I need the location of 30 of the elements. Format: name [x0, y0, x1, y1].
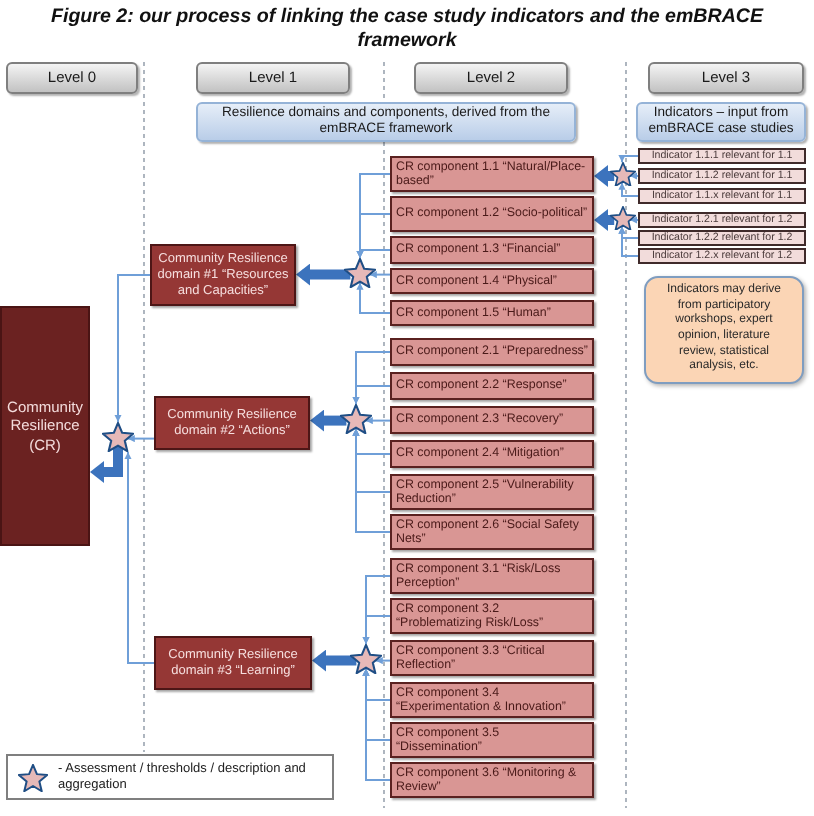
connector-arrow: [352, 427, 391, 533]
connector-arrow: [114, 274, 151, 423]
aggregation-star: [102, 422, 134, 452]
connector-arrow: [356, 249, 391, 259]
connector-arrow: [628, 216, 639, 224]
aggregation-star: [609, 206, 635, 231]
connector-arrow: [352, 385, 391, 405]
connector-arrow: [124, 451, 155, 664]
block-arrow: [90, 446, 123, 483]
figure-title: Figure 2: our process of linking the case study indicators and the emBRACE framework: [48, 6, 766, 54]
block-arrow: [594, 165, 615, 187]
block-arrow: [594, 209, 615, 231]
connector-arrow: [364, 417, 391, 425]
aggregation-star: [350, 644, 382, 674]
connector-arrow: [618, 181, 639, 197]
connector-arrow: [126, 435, 155, 443]
block-arrow: [296, 263, 351, 286]
aggregation-star: [340, 404, 372, 434]
connector-arrow: [618, 225, 639, 257]
block-arrow: [312, 649, 357, 672]
connector-arrow: [356, 281, 391, 314]
connector-arrow: [618, 155, 639, 164]
connector-arrow: [628, 172, 639, 180]
aggregation-star: [609, 162, 635, 187]
connector-arrow: [362, 667, 391, 781]
connector-arrow: [374, 657, 391, 665]
connector-arrow: [362, 615, 391, 645]
connector-arrow: [368, 271, 391, 279]
aggregation-star: [344, 258, 376, 288]
block-arrow: [310, 409, 347, 432]
